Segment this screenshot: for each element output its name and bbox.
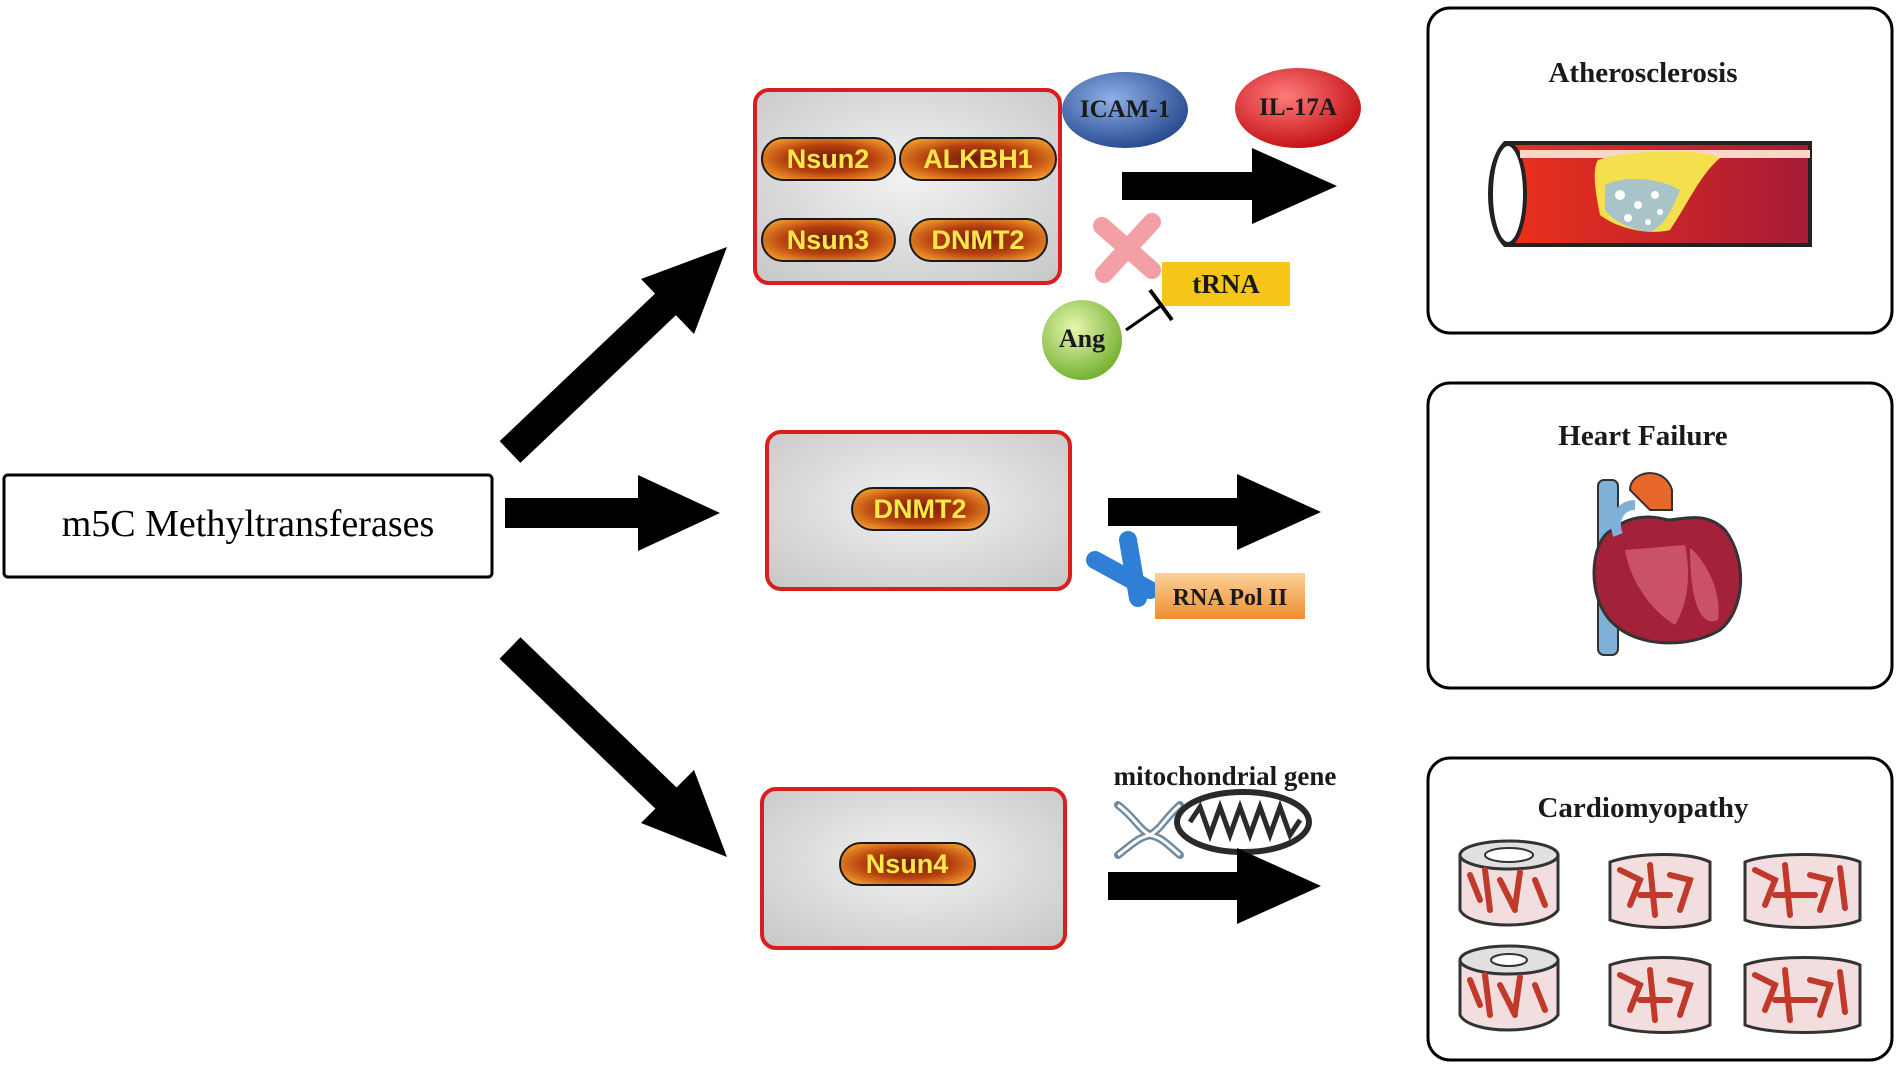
arrow-to-pathway-2 [505,475,720,551]
pathway-3: Nsun4 mitochondrial gene [760,761,1337,950]
svg-text:RNA Pol II: RNA Pol II [1173,585,1288,611]
cardiomyopathy-title: Cardiomyopathy [1537,792,1749,824]
enzyme-pill-nsun3: Nsun3 [761,218,896,262]
outcome-heart-failure: Heart Failure [1426,381,1894,690]
pink-x-icon [1093,213,1161,283]
inhibition-symbol [1125,288,1174,332]
svg-text:Ang: Ang [1059,324,1105,353]
pathway-1: Nsun2 ALKBH1 Nsun3 DNMT2 ICAM-1 IL-17A [753,68,1361,380]
svg-text:ALKBH1: ALKBH1 [923,144,1033,174]
artery-plaque-icon [1488,141,1812,247]
cardiac-tissue-icon-5 [1608,956,1712,1034]
rna-pol-ii-box: RNA Pol II [1155,573,1305,619]
il17a-oval: IL-17A [1235,68,1361,148]
blue-x-icon [1086,531,1159,607]
cardiac-tissue-icon-4 [1743,853,1862,929]
enzyme-pill-alkbh1: ALKBH1 [899,137,1057,181]
mitochondrion-icon [1174,789,1312,855]
svg-text:tRNA: tRNA [1192,269,1260,299]
enzyme-pill-nsun4: Nsun4 [839,842,976,886]
source-node: m5C Methyltransferases [2,473,494,579]
svg-text:DNMT2: DNMT2 [874,494,967,524]
mitochondrial-gene-label: mitochondrial gene [1114,761,1337,791]
cardiac-tissue-icon-1 [1458,839,1560,927]
outcome-cardiomyopathy: Cardiomyopathy [1426,756,1894,1062]
atherosclerosis-title: Atherosclerosis [1548,57,1737,89]
cardiac-tissue-icon-3 [1608,853,1712,929]
chromosome-icon [1114,801,1184,859]
enzyme-pill-nsun2: Nsun2 [761,137,896,181]
cardiac-tissue-icon-2 [1458,944,1560,1032]
svg-text:IL-17A: IL-17A [1259,94,1337,121]
arrow-to-pathway-3 [499,637,727,857]
enzyme-pill-dnmt2: DNMT2 [909,218,1048,262]
enzyme-pill-dnmt2-hf: DNMT2 [851,487,990,531]
source-box [2,473,494,579]
outcome-atherosclerosis: Atherosclerosis [1426,6,1894,335]
heart-failure-title: Heart Failure [1558,420,1728,452]
cardiac-tissue-icon-6 [1743,956,1862,1034]
svg-text:ICAM-1: ICAM-1 [1080,96,1170,123]
ang-circle: Ang [1042,300,1122,380]
svg-text:Nsun2: Nsun2 [787,144,870,174]
heart-icon [1592,472,1743,656]
arrow-pathway-3-to-cardiomyopathy [1108,848,1321,924]
svg-text:Nsun3: Nsun3 [787,225,870,255]
icam1-oval: ICAM-1 [1062,72,1188,148]
svg-text:Nsun4: Nsun4 [866,849,949,879]
arrow-to-pathway-1 [499,247,727,463]
pathway-2: DNMT2 RNA Pol II [765,430,1321,619]
svg-text:DNMT2: DNMT2 [932,225,1025,255]
source-label: m5C Methyltransferases [62,503,435,545]
trna-box: tRNA [1162,262,1290,306]
arrow-pathway-1-to-atherosclerosis [1122,148,1337,224]
arrow-pathway-2-to-heart-failure [1108,474,1321,550]
branch-arrows [499,247,727,857]
